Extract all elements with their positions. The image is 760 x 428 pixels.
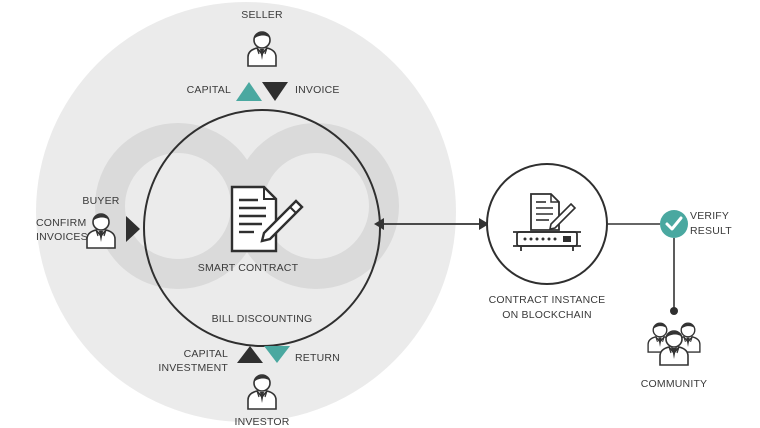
community-people-group-icon: [647, 322, 701, 366]
community-connector-dot: [670, 307, 678, 315]
contract-instance-label-1: CONTRACT INSTANCE: [489, 294, 606, 306]
return-down-arrow-icon: [264, 346, 290, 363]
buyer-label: BUYER: [82, 195, 119, 207]
investor-label: INVESTOR: [234, 416, 289, 428]
return-label: RETURN: [295, 352, 340, 364]
contract-instance-label-2: ON BLOCKCHAIN: [502, 309, 592, 321]
seller-label: SELLER: [241, 9, 283, 21]
capital-up-arrow-icon: [236, 82, 262, 101]
confirm-right-arrow-icon: [126, 216, 140, 242]
invoice-label: INVOICE: [295, 84, 340, 96]
capital-label: CAPITAL: [187, 84, 231, 96]
blockchain-document-server-icon: [513, 193, 581, 251]
smart-contract-label: SMART CONTRACT: [198, 262, 299, 274]
verify-result-label-2: RESULT: [690, 225, 732, 237]
verify-check-circle-icon: [660, 210, 688, 238]
confirm-invoices-label-2: INVOICES: [36, 231, 88, 243]
inner-circle: [143, 109, 381, 347]
verify-result-label-1: VERIFY: [690, 210, 729, 222]
bill-discounting-label: BILL DISCOUNTING: [212, 313, 313, 325]
invoice-down-arrow-icon: [262, 82, 288, 101]
confirm-invoices-label-1: CONFIRM: [36, 217, 86, 229]
capital-investment-up-arrow-icon: [237, 346, 263, 363]
capital-investment-label-2: INVESTMENT: [158, 362, 228, 374]
double-arrow-connector: [374, 218, 489, 230]
capital-investment-label-1: CAPITAL: [184, 348, 228, 360]
community-label: COMMUNITY: [641, 378, 708, 390]
smart-contract-document-icon: [230, 185, 304, 253]
